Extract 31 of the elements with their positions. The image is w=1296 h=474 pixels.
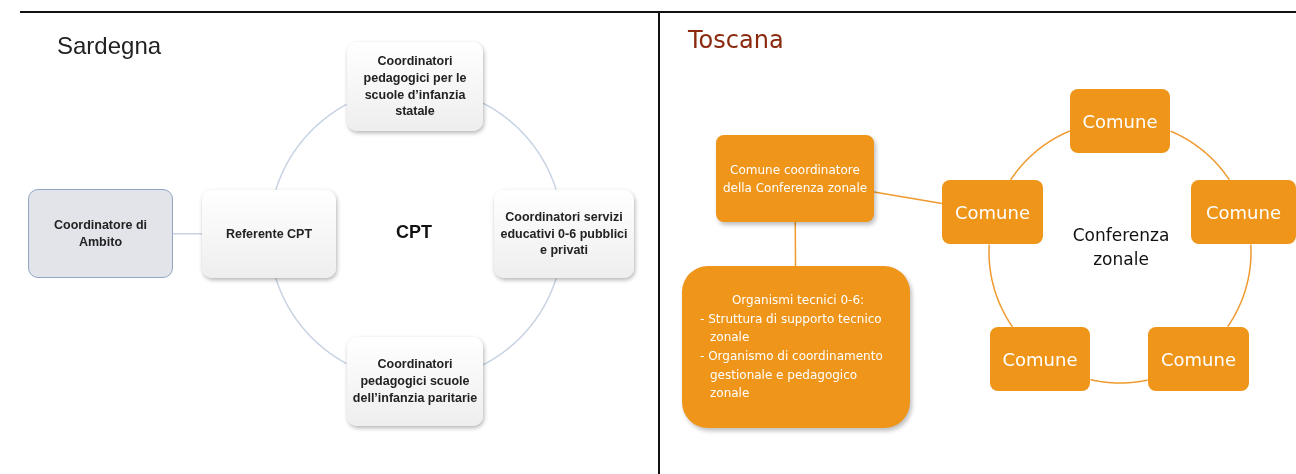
connector-line xyxy=(988,243,1014,328)
list-item: - Organismo di coordinamento gestionale e pedagogico zonale xyxy=(700,348,884,403)
process-box: Coordinatori servizi educativi 0-6 pubblici e privati xyxy=(494,190,634,278)
process-box: Comune xyxy=(1070,89,1170,153)
process-box: Referente CPT xyxy=(202,190,336,278)
process-box: Coordinatore di Ambito xyxy=(28,189,173,278)
center-label: CPT xyxy=(396,222,432,243)
process-box: Comune xyxy=(990,327,1090,391)
connector-line xyxy=(1169,130,1231,181)
connector-line xyxy=(482,277,557,366)
list-item: - Struttura di supporto tecnico zonale xyxy=(700,310,883,347)
process-box: Coordinatori pedagogici scuole dell’infanzia paritarie xyxy=(347,337,483,426)
connector-line xyxy=(1009,130,1071,181)
panel-title: Toscana xyxy=(688,26,784,54)
process-box xyxy=(682,266,910,428)
process-box: Comune xyxy=(1148,327,1249,391)
connector-line xyxy=(794,221,797,267)
connector-line xyxy=(172,232,203,235)
connector-line xyxy=(275,103,348,191)
process-box: Comune coordinatore della Conferenza zonale xyxy=(716,135,874,222)
connector-line xyxy=(1226,243,1252,328)
connector-line xyxy=(275,277,348,365)
connector-line xyxy=(1089,378,1149,384)
connector-line xyxy=(873,191,943,205)
connector-line xyxy=(482,102,557,191)
center-label: Conferenza zonale xyxy=(1071,224,1171,271)
process-box: Coordinatori pedagogici per le scuole d’infanzia statale xyxy=(347,42,483,131)
box-heading: Organismi tecnici 0-6: xyxy=(730,292,866,310)
panel-title: Sardegna xyxy=(57,32,162,60)
process-box: Comune xyxy=(942,180,1043,244)
process-box: Comune xyxy=(1191,180,1296,244)
